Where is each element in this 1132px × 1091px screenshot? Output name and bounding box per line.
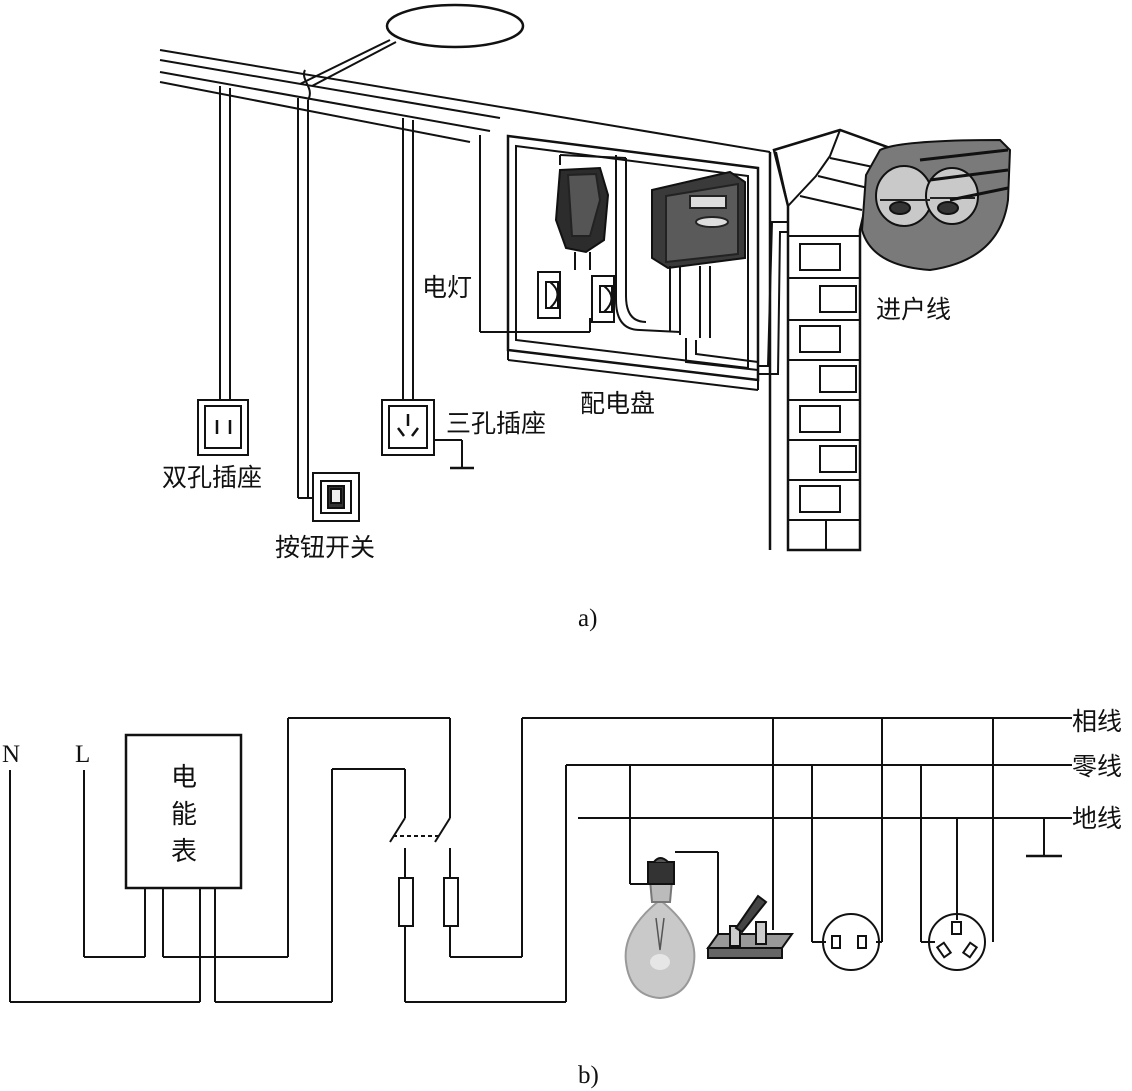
knife-switch-left-icon (537, 271, 561, 319)
brick-wall (772, 128, 892, 552)
push-switch-icon (312, 472, 360, 522)
neutral-supply-label: N (2, 741, 20, 768)
meter-label-1: 电 (171, 763, 197, 793)
energy-meter-box (124, 733, 243, 890)
knife-switch-right-icon (591, 275, 615, 323)
line-supply-label: L (75, 741, 90, 768)
fuse-right-icon (443, 877, 459, 927)
three-hole-socket-schematic-icon (928, 913, 986, 971)
figure-b-caption: b) (578, 1062, 599, 1089)
push-switch-label: 按钮开关 (275, 533, 375, 562)
fuse-left-icon (398, 877, 414, 927)
two-hole-socket-schematic-icon (822, 913, 880, 971)
three-hole-socket-icon (381, 399, 474, 470)
neutral-wire-label: 零线 (1072, 752, 1122, 781)
double-pole-switch-icon (389, 817, 451, 878)
lamp-label: 电灯 (422, 273, 472, 302)
service-entrance-label: 进户线 (876, 295, 951, 324)
two-hole-socket-label: 双孔插座 (162, 463, 262, 492)
service-insulators-icon (860, 138, 1012, 272)
meter-label-2: 能 (171, 800, 197, 830)
figure-b-schematic (9, 717, 1072, 1003)
two-hole-socket-icon (197, 399, 249, 456)
breaker-icon (554, 166, 610, 270)
figure-a-caption: a) (578, 605, 597, 632)
lamp-switch-icon (706, 894, 794, 959)
three-hole-socket-label: 三孔插座 (446, 409, 546, 438)
distribution-board-label: 配电盘 (580, 389, 655, 418)
ceiling-lamp-icon (385, 3, 525, 49)
figure-a-pictorial (159, 3, 1012, 552)
light-bulb-icon (624, 857, 696, 1000)
energy-meter-icon (651, 170, 746, 338)
meter-label-3: 表 (171, 837, 197, 867)
ground-wire-label: 地线 (1072, 804, 1122, 833)
phase-wire-label: 相线 (1072, 707, 1122, 736)
